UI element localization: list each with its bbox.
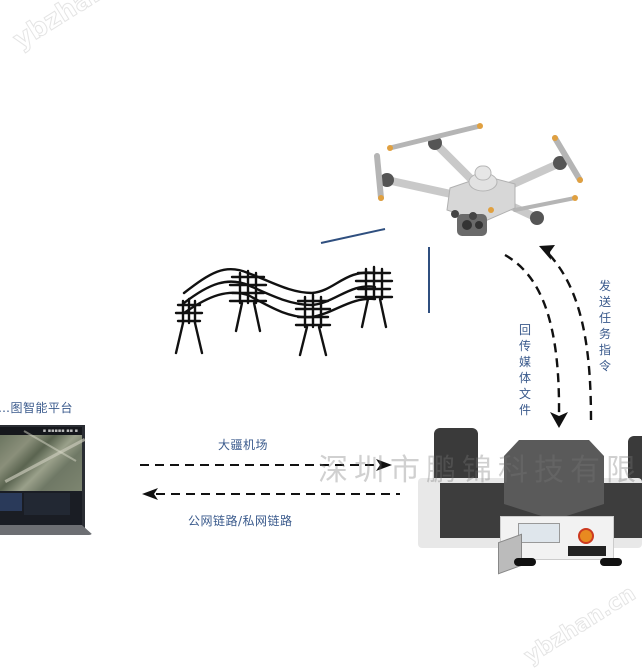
laptop-panel-left [0,493,22,511]
watermark-bottom-right: ybzhan.cn [520,581,641,669]
scan-beam-lines [320,228,430,313]
curved-arrows [504,245,593,428]
return-media-label: 回传媒体文件 [518,323,531,417]
company-watermark: 深圳市鹏锦科技有限公司 [318,453,642,488]
dji-dock-icon [418,428,642,575]
dock-display-panel [518,523,560,543]
power-tower-line-icon [174,265,394,357]
dock-emergency-button [578,528,594,544]
laptop-screen: ▪ ▪▪▪▪▪ ▪▪ ▪ [0,425,86,529]
dock-link-label: 大疆机场 [218,438,269,452]
dock-center-hub [504,440,604,520]
laptop-base [0,525,93,535]
dock-foot-left [514,558,536,566]
dock-foot-right [600,558,622,566]
network-link-label: 公网链路/私网链路 [188,514,293,528]
arrow-to-dock [140,459,392,471]
laptop-status-bar: ▪ ▪▪▪▪▪ ▪▪ ▪ [0,427,82,435]
send-task-label: 发送任务指令 [598,279,611,373]
platform-label: …图智能平台 [0,401,74,415]
dock-open-door [498,533,522,575]
laptop-icon: ▪ ▪▪▪▪▪ ▪▪ ▪ [0,425,95,535]
laptop-map-view [0,430,86,491]
drone-icon [374,123,583,236]
watermark-top-left: ybzhan.cn [8,0,151,56]
dock-label-plate [568,546,606,556]
laptop-panel-right [24,493,70,515]
arrow-to-platform [142,488,400,500]
